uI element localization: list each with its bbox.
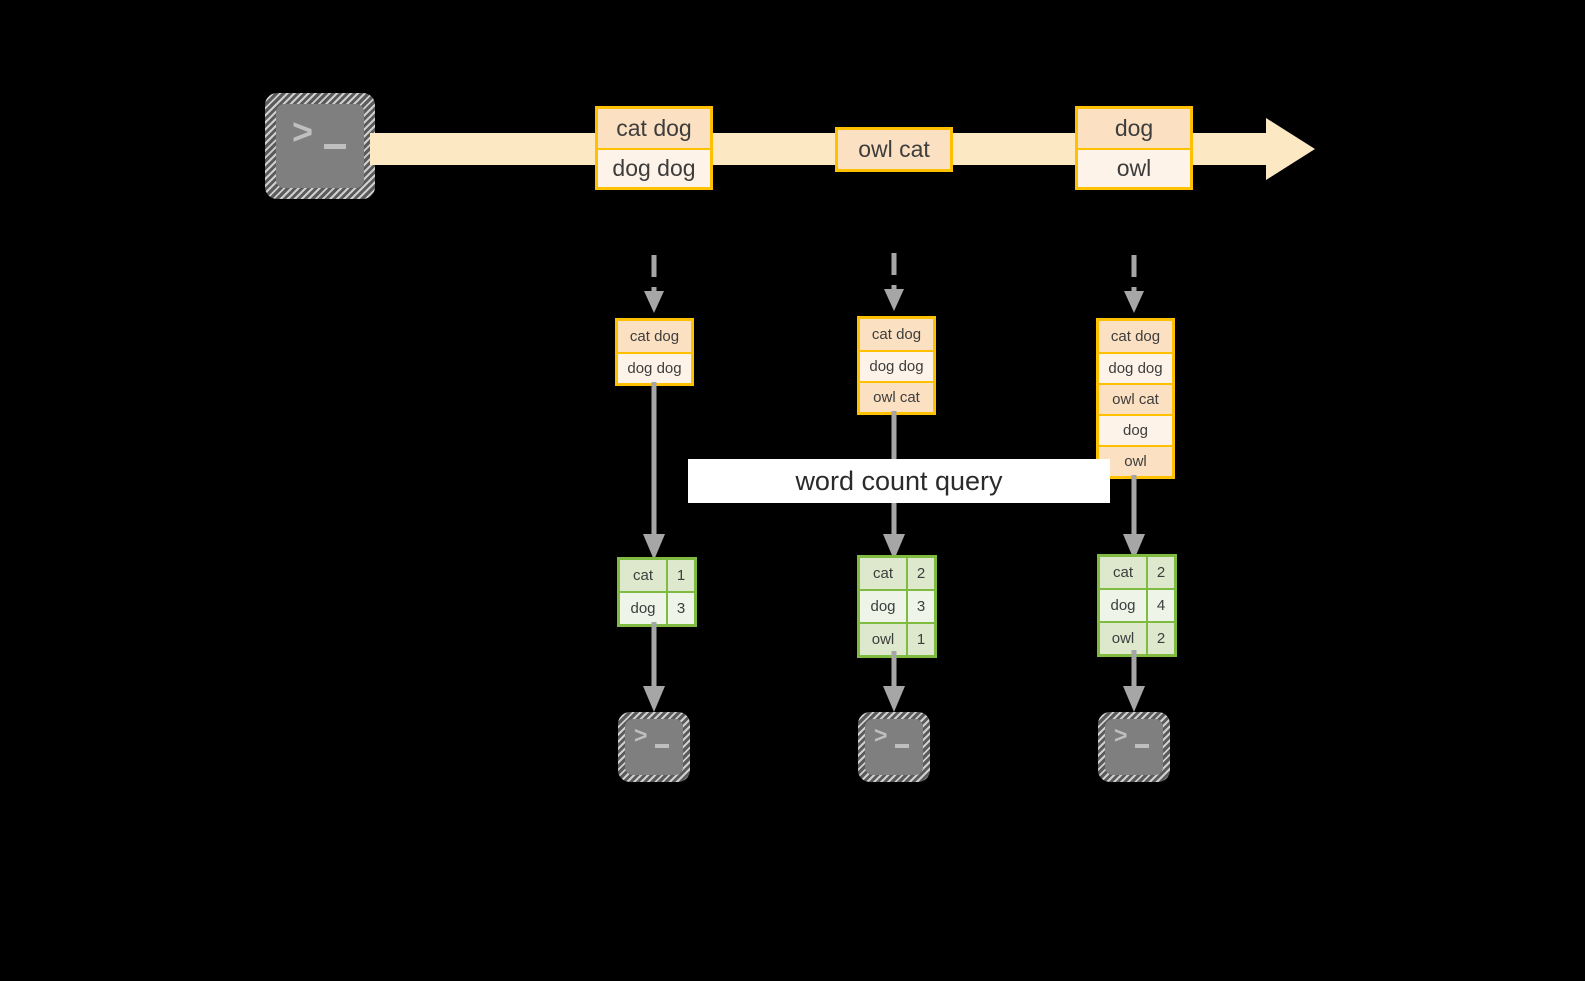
result-table-stage-2[interactable]: cat 2 dog 3 owl 1	[857, 555, 937, 658]
result-table-stage-3[interactable]: cat 2 dog 4 owl 2	[1097, 554, 1177, 657]
result-count: 1	[666, 560, 694, 591]
stream-event-line: owl	[1078, 148, 1190, 187]
result-word: dog	[870, 598, 896, 615]
input-table-row: dog dog	[618, 352, 691, 383]
terminal-cursor-underscore	[1135, 744, 1149, 748]
source-terminal-icon: >	[265, 93, 375, 199]
result-count: 4	[1146, 590, 1174, 621]
terminal-cursor-underscore	[324, 144, 346, 149]
sink-terminal-icon-stage-2: >	[858, 712, 930, 782]
input-table-row: dog dog	[1099, 352, 1172, 383]
sink-terminal-icon-stage-3: >	[1098, 712, 1170, 782]
terminal-screen: >	[625, 719, 683, 775]
result-table-row: dog 4	[1100, 588, 1174, 621]
result-word: dog	[630, 600, 656, 617]
result-count: 1	[906, 624, 934, 655]
result-count: 2	[1146, 557, 1174, 588]
stream-to-table-connector	[644, 255, 664, 313]
input-table-row: cat dog	[1099, 321, 1172, 352]
query-connector-stage-1	[643, 382, 665, 560]
input-table-row: dog dog	[860, 350, 933, 381]
result-count: 3	[906, 591, 934, 622]
result-table-stage-1[interactable]: cat 1 dog 3	[617, 557, 697, 627]
stream-to-table-connector	[1124, 255, 1144, 313]
result-table-row: dog 3	[860, 589, 934, 622]
input-table-row: dog	[1099, 414, 1172, 445]
result-count: 3	[666, 593, 694, 624]
terminal-screen: >	[276, 104, 364, 188]
input-table-row: owl cat	[860, 381, 933, 412]
result-table-row: dog 3	[620, 591, 694, 624]
input-table-row: cat dog	[860, 319, 933, 350]
stream-event-line: owl cat	[838, 130, 950, 169]
terminal-screen: >	[865, 719, 923, 775]
terminal-cursor-underscore	[655, 744, 669, 748]
input-table-row: cat dog	[618, 321, 691, 352]
result-count: 2	[1146, 623, 1174, 654]
stream-event-box[interactable]: cat dog dog dog	[595, 106, 713, 190]
terminal-prompt-chevron: >	[634, 722, 648, 748]
stream-event-box[interactable]: owl cat	[835, 127, 953, 172]
stream-event-line: dog dog	[598, 148, 710, 187]
terminal-prompt-chevron: >	[292, 111, 314, 152]
result-word: cat	[872, 565, 893, 582]
stream-event-line: dog	[1078, 109, 1190, 148]
result-word: dog	[1110, 597, 1136, 614]
input-table-stage-2[interactable]: cat dog dog dog owl cat	[857, 316, 936, 415]
sink-terminal-icon-stage-1: >	[618, 712, 690, 782]
result-word: cat	[1112, 564, 1133, 581]
input-table-stage-3[interactable]: cat dog dog dog owl cat dog owl	[1096, 318, 1175, 479]
stream-event-line: cat dog	[598, 109, 710, 148]
result-table-row: cat 2	[1100, 557, 1174, 588]
stream-event-box[interactable]: dog owl	[1075, 106, 1193, 190]
input-table-row: owl	[1099, 445, 1172, 476]
result-table-row: cat 2	[860, 558, 934, 589]
terminal-screen: >	[1105, 719, 1163, 775]
result-to-sink-connector-stage-1	[643, 622, 665, 712]
terminal-prompt-chevron: >	[1114, 722, 1128, 748]
result-word: owl	[871, 631, 895, 648]
input-table-row: owl cat	[1099, 383, 1172, 414]
result-count: 2	[906, 558, 934, 589]
terminal-prompt-chevron: >	[874, 722, 888, 748]
input-table-stage-1[interactable]: cat dog dog dog	[615, 318, 694, 386]
result-table-row: cat 1	[620, 560, 694, 591]
result-table-row: owl 1	[860, 622, 934, 655]
result-word: cat	[632, 567, 653, 584]
query-label: word count query	[688, 459, 1110, 503]
stream-to-table-connector	[884, 253, 904, 311]
query-connector-stage-3	[1123, 475, 1145, 560]
result-to-sink-connector-stage-3	[1123, 650, 1145, 712]
result-word: owl	[1111, 630, 1135, 647]
result-to-sink-connector-stage-2	[883, 651, 905, 712]
terminal-cursor-underscore	[895, 744, 909, 748]
result-table-row: owl 2	[1100, 621, 1174, 654]
